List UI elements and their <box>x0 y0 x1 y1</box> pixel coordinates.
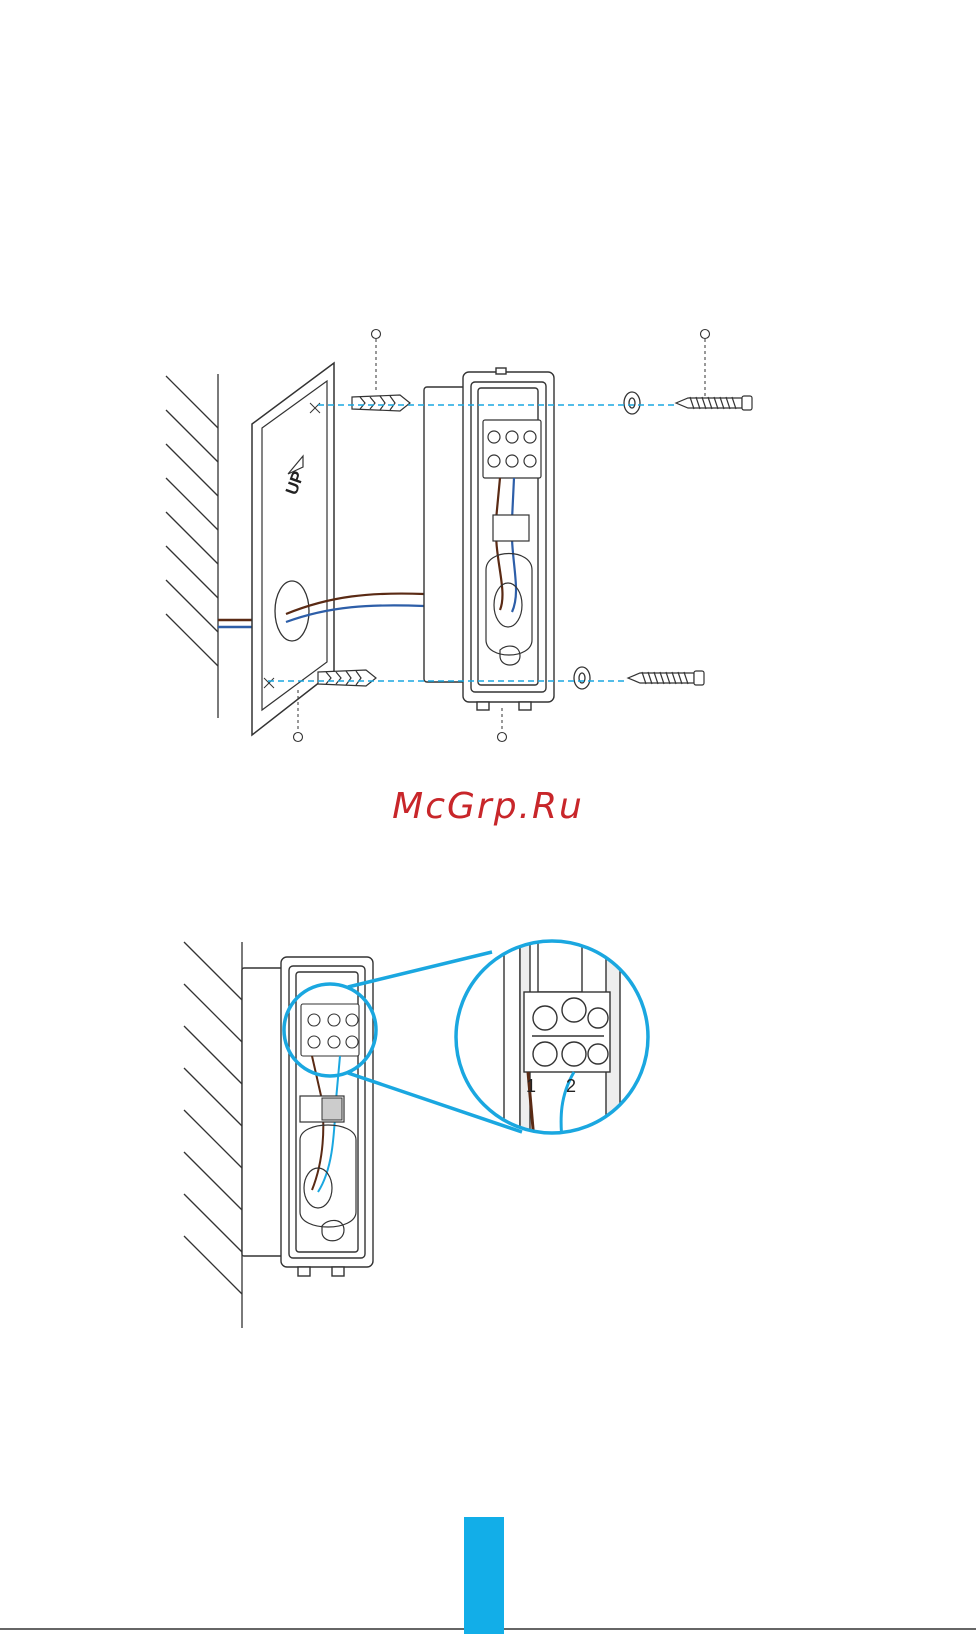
clamp-screw <box>322 1098 342 1120</box>
terminal-block-detail <box>301 1004 359 1056</box>
wall-anchor-top <box>352 395 410 411</box>
wall-hatching <box>166 374 218 718</box>
wiring-detail-diagram: 1 2 <box>184 930 648 1328</box>
cable-clamp <box>493 515 529 541</box>
wire-1-label: 1 <box>526 1076 536 1096</box>
wire-2-label: 2 <box>566 1076 576 1096</box>
page-tab-marker <box>464 1517 504 1634</box>
watermark-text: McGrp.Ru <box>392 786 584 827</box>
terminal-block <box>483 420 541 478</box>
rear-mounting-box <box>424 368 554 710</box>
washer-top <box>624 392 640 414</box>
wall-anchor-bottom <box>318 670 376 686</box>
exploded-mounting-diagram: UP <box>166 330 752 742</box>
washer-bottom <box>574 667 590 689</box>
screw-bottom <box>628 671 704 685</box>
page-footer <box>0 1517 976 1634</box>
wall-hatching-detail <box>184 942 242 1328</box>
screw-top <box>676 396 752 410</box>
